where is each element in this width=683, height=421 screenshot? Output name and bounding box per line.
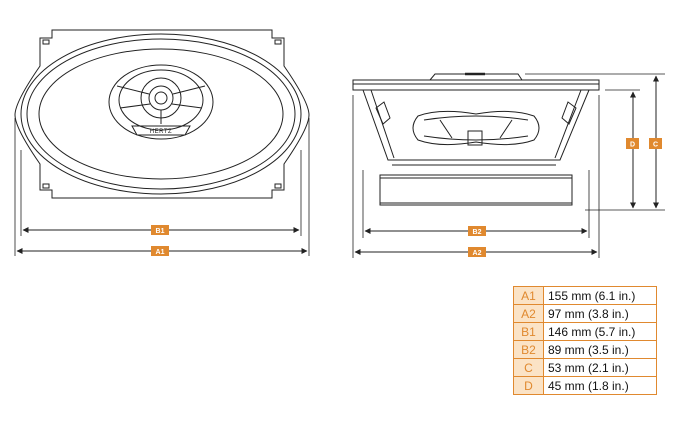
brand-label: HERTZ (150, 129, 172, 135)
spec-code: D (513, 376, 544, 395)
outer-surround-ellipse (20, 33, 302, 195)
svg-text:A1: A1 (156, 249, 165, 256)
tag-a1: A1 (151, 246, 169, 256)
tag-d: D (626, 138, 639, 149)
mounting-hole (274, 39, 282, 45)
frame-rim (352, 79, 600, 91)
tweeter-assembly (108, 64, 214, 140)
spec-value: 53 mm (2.1 in.) (543, 358, 657, 377)
tag-b1: B1 (151, 225, 169, 235)
tag-a2: A2 (468, 247, 486, 257)
svg-text:C: C (653, 142, 658, 149)
spec-value: 97 mm (3.8 in.) (543, 304, 657, 323)
svg-text:B2: B2 (473, 229, 482, 236)
basket-center-window (412, 110, 540, 146)
inner-surround-ellipse (26, 38, 296, 190)
spec-value: 155 mm (6.1 in.) (543, 286, 657, 305)
side-view (352, 72, 665, 258)
basket-window (561, 101, 577, 125)
front-view: HERTZ (14, 29, 310, 256)
mounting-hole (42, 183, 50, 189)
svg-text:A2: A2 (473, 250, 482, 257)
spec-value: 146 mm (5.7 in.) (543, 322, 657, 341)
spec-value: 89 mm (3.5 in.) (543, 340, 657, 359)
basket (362, 89, 590, 161)
cone-ellipse (38, 48, 284, 180)
svg-text:D: D (630, 142, 635, 149)
spec-value: 45 mm (1.8 in.) (543, 376, 657, 395)
spec-code: A2 (513, 304, 544, 323)
tag-c: C (649, 138, 662, 149)
mounting-hole (42, 39, 50, 45)
front-mounting-frame (14, 29, 310, 199)
svg-text:B1: B1 (156, 228, 165, 235)
mounting-hole (274, 183, 282, 189)
tag-b2: B2 (468, 226, 486, 236)
magnet (379, 174, 573, 206)
basket-window (375, 101, 391, 125)
spec-code: A1 (513, 286, 544, 305)
spec-code: C (513, 358, 544, 377)
spec-code: B2 (513, 340, 544, 359)
spec-code: B1 (513, 322, 544, 341)
terminal (467, 130, 483, 146)
